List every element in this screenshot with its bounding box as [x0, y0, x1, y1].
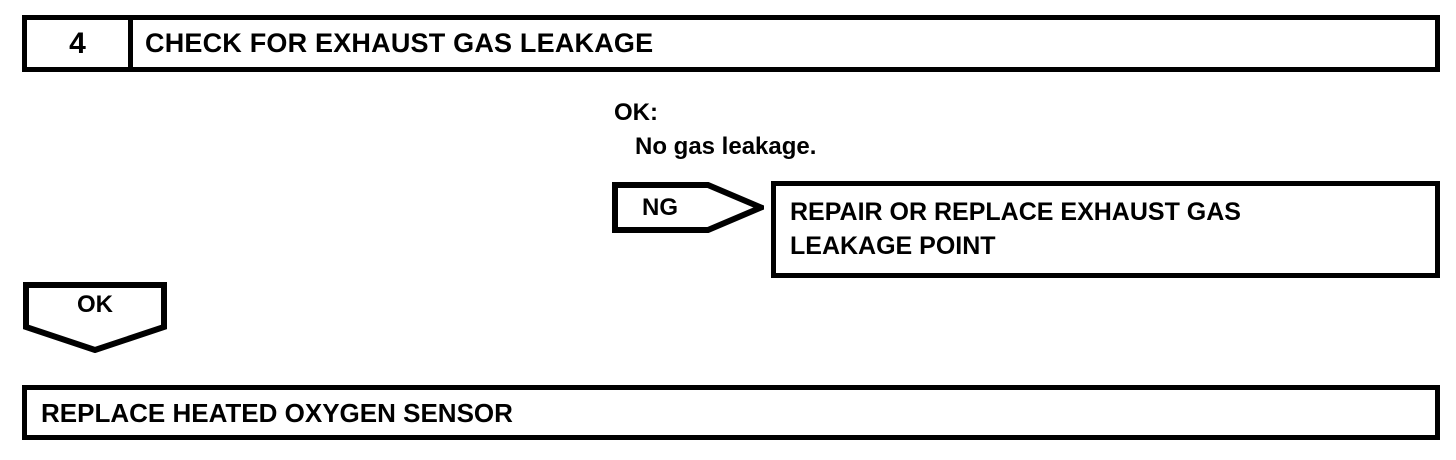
result-criteria-detail: No gas leakage. [635, 133, 817, 160]
step-number-cell: 4 [27, 20, 133, 67]
arrow-down-icon [23, 282, 167, 353]
step-header-box: 4 CHECK FOR EXHAUST GAS LEAKAGE [22, 15, 1440, 72]
ok-arrow-label: OK [77, 291, 113, 318]
ng-arrow-label: NG [642, 193, 678, 221]
ng-action-line-2: LEAKAGE POINT [790, 232, 996, 260]
step-title-cell: CHECK FOR EXHAUST GAS LEAKAGE [145, 28, 654, 58]
ng-action-box: REPAIR OR REPLACE EXHAUST GAS LEAKAGE PO… [771, 181, 1440, 278]
ng-action-line-1: REPAIR OR REPLACE EXHAUST GAS [790, 198, 1241, 226]
final-conclusion-box: REPLACE HEATED OXYGEN SENSOR [22, 385, 1440, 440]
ng-branch-arrow: NG [612, 182, 764, 233]
arrow-right-icon [612, 182, 764, 233]
result-criteria-note: OK: No gas leakage. [614, 96, 816, 164]
result-criteria-label: OK: [614, 99, 658, 126]
ok-branch-arrow: OK [23, 282, 167, 353]
